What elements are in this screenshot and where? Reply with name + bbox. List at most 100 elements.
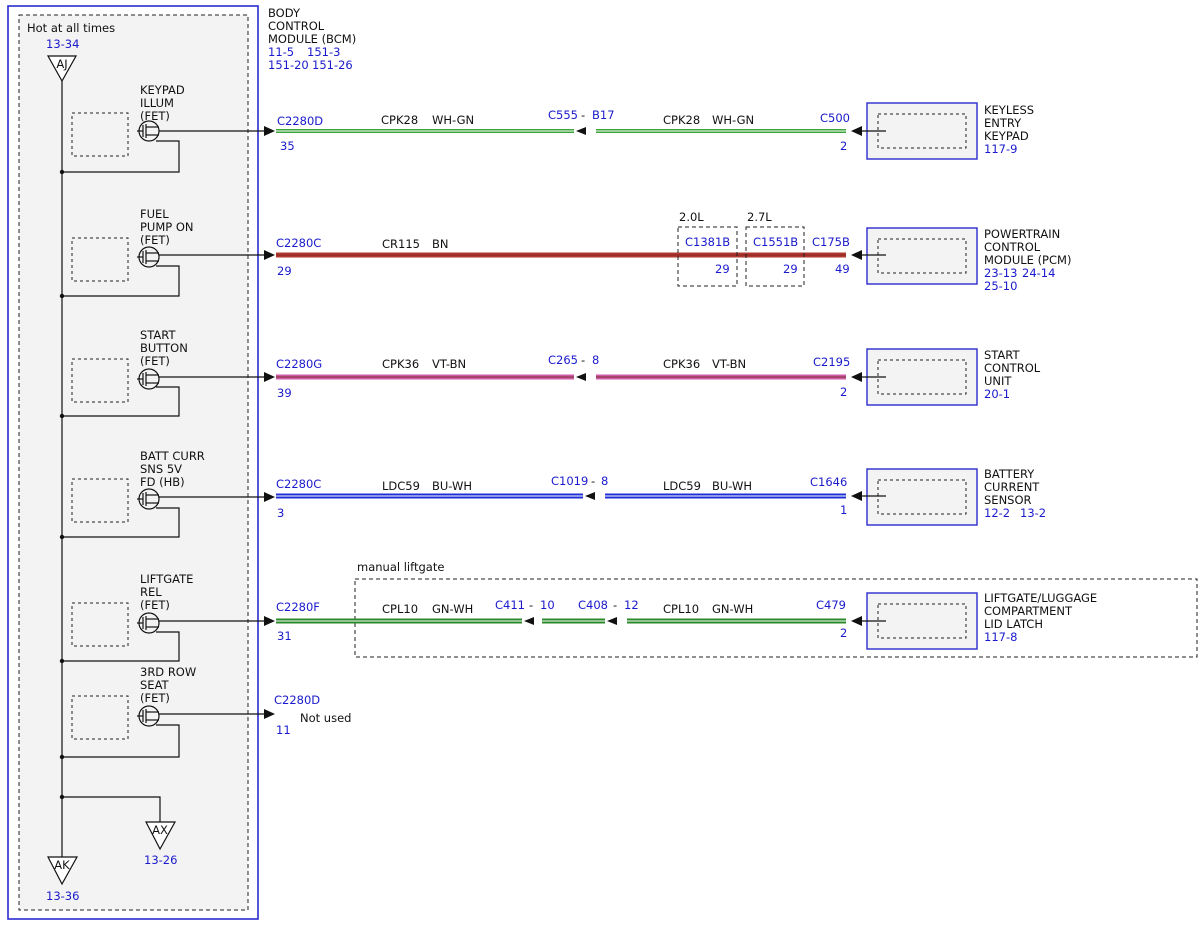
device-name: COMPARTMENT: [984, 604, 1073, 618]
circuit-number: CPL10: [663, 602, 699, 616]
circuit-start-button: START BUTTON (FET) C2280G 39 CPK36 VT-BN…: [62, 328, 1041, 417]
device-arrow-icon: [851, 372, 862, 382]
wire-color-code: BU-WH: [712, 479, 752, 493]
ax-ref-link[interactable]: 13-26: [144, 853, 177, 867]
circuit-number: CPK28: [381, 113, 418, 127]
inline-connector-arrow-icon: [607, 617, 617, 625]
inline-connector-label[interactable]: C265: [548, 353, 578, 367]
device-connector-label[interactable]: C175B: [812, 235, 850, 249]
bcm-connector-label[interactable]: C2280F: [276, 600, 320, 614]
fet-transistor-icon: [137, 368, 160, 390]
fet-label: PUMP ON: [140, 220, 194, 234]
device-arrow-icon: [851, 491, 862, 501]
inline-dash: -: [591, 474, 595, 488]
variant-connector-box: [677, 226, 738, 287]
ak-connector-triangle: AK: [47, 856, 79, 886]
bcm-connector-label[interactable]: C2280C: [276, 477, 321, 491]
fet-transistor-icon: [137, 705, 160, 727]
ak-ref-link[interactable]: 13-36: [46, 889, 79, 903]
fet-label: BUTTON: [140, 341, 188, 355]
wire-color-code: WH-GN: [712, 113, 754, 127]
device-ref-link[interactable]: 25-10: [984, 279, 1017, 293]
device-connector-label[interactable]: C500: [820, 111, 850, 125]
inline-connector-arrow-icon: [576, 127, 586, 135]
bcm-title-line: MODULE (BCM): [268, 32, 356, 46]
circuit-fuel-pump-on: FUEL PUMP ON (FET) C2280C 29 CR115 BN 2.…: [62, 207, 1071, 297]
device-name: LIFTGATE/LUGGAGE: [984, 591, 1097, 605]
inline-connector-arrow-icon: [585, 492, 595, 500]
inline-connector-label[interactable]: C411: [495, 598, 525, 612]
variant-pin-label: 29: [715, 262, 730, 276]
circuit-number: CPK28: [663, 113, 700, 127]
fet-label: (FET): [140, 598, 170, 612]
inline-connector-label[interactable]: C555: [548, 108, 578, 122]
device-ref-link[interactable]: 13-2: [1020, 506, 1046, 520]
device-connector-label[interactable]: C1646: [810, 475, 847, 489]
device-connector-label[interactable]: C2195: [813, 355, 850, 369]
fet-driver-box: [71, 478, 129, 523]
ax-label: AX: [152, 823, 168, 837]
bcm-connector-label[interactable]: C2280D: [274, 693, 320, 707]
device-module-box: [866, 468, 978, 526]
fet-transistor-icon: [137, 488, 160, 510]
fet-label: START: [140, 328, 176, 342]
bcm-connector-label[interactable]: C2280D: [277, 114, 323, 128]
bcm-title: BODY CONTROL MODULE (BCM) 11-5 151-3 151…: [268, 6, 356, 72]
fet-label: (FET): [140, 354, 170, 368]
device-connector-label[interactable]: C479: [816, 598, 846, 612]
fet-label: (FET): [140, 691, 170, 705]
variant-connector-label[interactable]: C1381B: [685, 235, 730, 249]
bcm-connector-label[interactable]: C2280C: [276, 236, 321, 250]
fet-label: REL: [140, 585, 162, 599]
not-used-label: Not used: [300, 711, 351, 725]
device-ref-link[interactable]: 117-8: [984, 630, 1017, 644]
inline-connector-label[interactable]: C408: [578, 598, 608, 612]
device-ref-link[interactable]: 12-2: [984, 506, 1010, 520]
device-name: CONTROL: [984, 361, 1041, 375]
fet-label: LIFTGATE: [140, 572, 193, 586]
aj-label: AJ: [56, 57, 67, 71]
ax-branch-wire: [62, 796, 161, 822]
inline-pin-label: 10: [540, 598, 555, 612]
device-ref-link[interactable]: 24-14: [1022, 266, 1055, 280]
fet-label: BATT CURR: [140, 449, 205, 463]
wire-color-code: VT-BN: [432, 357, 466, 371]
bcm-ref-link[interactable]: 11-5: [268, 45, 294, 59]
device-ref-link[interactable]: 20-1: [984, 387, 1010, 401]
device-ref-link[interactable]: 117-9: [984, 142, 1017, 156]
fet-driver-box: [71, 112, 129, 157]
bcm-ref-link[interactable]: 151-3: [307, 45, 340, 59]
fet-label: FUEL: [140, 207, 169, 221]
device-name: KEYLESS: [984, 103, 1034, 117]
wire-color-code: GN-WH: [712, 602, 753, 616]
connector-arrow-icon: [264, 126, 275, 136]
wire-color-code: BU-WH: [432, 479, 472, 493]
bcm-ref-link[interactable]: 151-20: [268, 58, 309, 72]
fet-label: (FET): [140, 233, 170, 247]
bcm-ref-link[interactable]: 151-26: [312, 58, 353, 72]
ak-label: AK: [54, 858, 70, 872]
device-name: LID LATCH: [984, 617, 1043, 631]
fet-transistor-icon: [137, 120, 160, 142]
device-name: CONTROL: [984, 240, 1041, 254]
fet-label: 3RD ROW: [140, 665, 196, 679]
fet-driver-box: [71, 602, 129, 647]
engine-variant-label: 2.7L: [747, 210, 772, 224]
bcm-title-line: CONTROL: [268, 19, 325, 33]
device-ref-link[interactable]: 23-13: [984, 266, 1017, 280]
connector-arrow-icon: [264, 492, 275, 502]
connector-arrow-icon: [264, 709, 275, 719]
variant-pin-label: 29: [783, 262, 798, 276]
inline-connector-label[interactable]: C1019: [551, 474, 588, 488]
device-internal-box: [877, 113, 967, 149]
fet-return-wire: [62, 724, 180, 758]
fet-transistor-icon: [137, 612, 160, 634]
bcm-pin-label: 29: [277, 264, 292, 278]
device-pin-label: 2: [840, 626, 847, 640]
aj-ref-link[interactable]: 13-34: [46, 37, 79, 51]
device-pin-label: 1: [840, 503, 847, 517]
variant-connector-label[interactable]: C1551B: [753, 235, 798, 249]
option-label: manual liftgate: [357, 560, 444, 574]
bcm-connector-label[interactable]: C2280G: [276, 357, 322, 371]
wire-color-code: WH-GN: [432, 113, 474, 127]
